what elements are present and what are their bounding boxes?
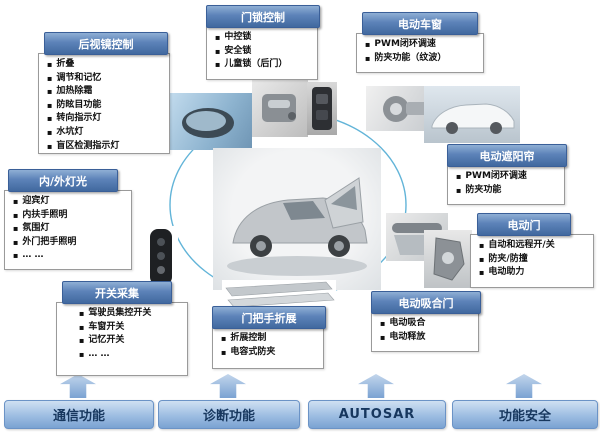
panel-powerdoor-title: 电动门 — [477, 213, 571, 236]
panel-mirror-title: 后视镜控制 — [44, 32, 168, 55]
panel-sunshade-list: PWM闭环调速 防夹功能 — [447, 165, 565, 205]
panel-handle-list: 折展控制 电容式防夹 — [212, 327, 324, 369]
center-car-photo — [213, 148, 381, 290]
list-item: 防夹功能 — [456, 184, 561, 198]
list-item: 调节和记忆 — [47, 72, 166, 86]
list-item: 自动和远程开/关 — [479, 239, 590, 253]
list-item: 氛围灯 — [13, 222, 128, 236]
list-item: 电动吸合 — [380, 317, 475, 331]
footer-communication: 通信功能 — [4, 400, 154, 429]
list-item: 防夹功能（纹波） — [365, 52, 480, 66]
footer-safety: 功能安全 — [452, 400, 598, 429]
list-item: 电容式防夹 — [221, 346, 320, 360]
footer-diagnosis: 诊断功能 — [158, 400, 300, 429]
list-item: 驾驶员集控开关 — [79, 307, 184, 321]
panel-handle-title: 门把手折展 — [212, 306, 326, 329]
list-item: 儿童锁（后门） — [215, 58, 314, 72]
panel-window-title: 电动车窗 — [362, 12, 478, 35]
panel-window-list: PWM闭环调速 防夹功能（纹波） — [356, 33, 484, 73]
list-item: 内扶手照明 — [13, 209, 128, 223]
panel-powerdoor-list: 自动和远程开/关 防夹/防撞 电动助力 — [470, 234, 594, 288]
list-item: PWM闭环调速 — [365, 38, 480, 52]
list-item: PWM闭环调速 — [456, 170, 561, 184]
panel-softclose-list: 电动吸合 电动释放 — [371, 312, 479, 352]
side-mirror-photo — [168, 93, 252, 150]
list-item: 电动助力 — [479, 266, 590, 280]
up-arrow-diagnosis — [210, 374, 246, 398]
footer-autosar: AUTOSAR — [308, 400, 446, 429]
list-item: 转向指示灯 — [47, 112, 166, 126]
list-item: 折展控制 — [221, 332, 320, 346]
up-arrow-communication — [60, 374, 96, 398]
list-item: 水坑灯 — [47, 126, 166, 140]
panel-sunshade-title: 电动遮阳帘 — [447, 144, 567, 167]
list-item: 盲区检测指示灯 — [47, 140, 166, 154]
list-item: 电动释放 — [380, 331, 475, 345]
list-item: 安全锁 — [215, 45, 314, 59]
panel-lights-list: 迎宾灯 内扶手照明 氛围灯 外门把手照明 … … — [4, 190, 132, 270]
panel-doorlock-list: 中控锁 安全锁 儿童锁（后门） — [206, 26, 318, 80]
list-item: 中控锁 — [215, 31, 314, 45]
panel-softclose-title: 电动吸合门 — [371, 291, 481, 314]
list-item: … … — [79, 348, 184, 362]
list-item: 防眩目功能 — [47, 99, 166, 113]
list-item: 折叠 — [47, 58, 166, 72]
list-item: 加热除霜 — [47, 85, 166, 99]
list-item: 记忆开关 — [79, 334, 184, 348]
list-item: 车窗开关 — [79, 321, 184, 335]
list-item: 迎宾灯 — [13, 195, 128, 209]
door-sill-trims-photo — [222, 280, 336, 310]
list-item: 外门把手照明 — [13, 236, 128, 250]
panel-doorlock-title: 门锁控制 — [206, 5, 320, 28]
white-car-photo — [424, 86, 520, 143]
up-arrow-autosar — [358, 374, 394, 398]
up-arrow-safety — [506, 374, 542, 398]
list-item: 防夹/防撞 — [479, 253, 590, 267]
door-lock-switch-photo — [307, 82, 337, 135]
list-item: … … — [13, 249, 128, 263]
panel-switches-title: 开关采集 — [62, 281, 172, 304]
panel-switches-list: 驾驶员集控开关 车窗开关 记忆开关 … … — [56, 302, 188, 376]
door-latch-photo — [424, 230, 472, 288]
lock-actuator-photo — [252, 80, 308, 137]
panel-mirror-list: 折叠 调节和记忆 加热除霜 防眩目功能 转向指示灯 水坑灯 盲区检测指示灯 — [38, 53, 170, 154]
remote-key-fob-photo — [144, 226, 178, 288]
panel-lights-title: 内/外灯光 — [8, 169, 118, 192]
